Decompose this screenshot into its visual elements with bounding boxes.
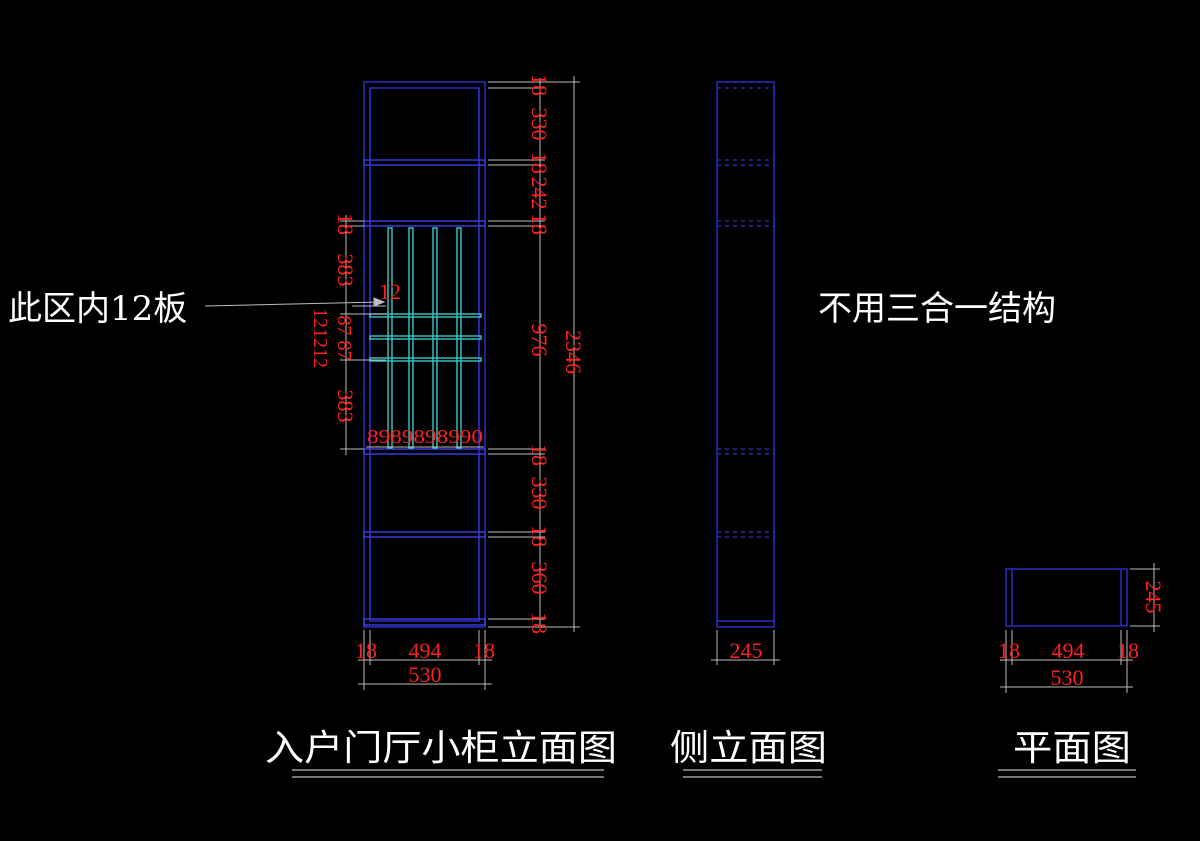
dim-width-inner: 494 bbox=[409, 638, 442, 663]
front-left-dimension-texts: 18 383 121212 87 87 383 bbox=[309, 213, 358, 423]
dim-plan-width-left-side: 18 bbox=[998, 638, 1020, 663]
dim-width-right-side: 18 bbox=[473, 638, 495, 663]
side-title-underline bbox=[683, 769, 822, 778]
dim-left-small-a: 121212 bbox=[309, 308, 331, 368]
front-bottom-dimension-lines bbox=[358, 630, 492, 690]
side-elevation: 245 bbox=[711, 81, 780, 665]
plan-dimension-lines bbox=[1000, 563, 1160, 693]
dim-bottom-panel: 18 bbox=[527, 612, 552, 634]
side-hidden-shelves bbox=[717, 87, 774, 538]
structure-note: 不用三合一结构 bbox=[818, 289, 1056, 329]
plan-view-title: 平面图 bbox=[1013, 728, 1131, 769]
plan-view: 245 18 494 18 530 bbox=[998, 563, 1166, 693]
dim-width-total: 530 bbox=[409, 662, 442, 687]
dim-shelf-3: 18 bbox=[527, 444, 552, 466]
dim-bottom-compartment: 360 bbox=[527, 562, 552, 595]
front-bottom-dimension-texts: 18 494 18 530 bbox=[355, 638, 495, 687]
dim-grid-widths: 8989898990 bbox=[367, 426, 483, 448]
front-shelves bbox=[363, 159, 486, 626]
dim-left-upper-panel: 18 bbox=[333, 213, 358, 235]
front-right-dimension-texts: 18 330 18 242 18 976 18 330 18 360 18 23… bbox=[527, 74, 586, 634]
dim-fourth-compartment: 330 bbox=[527, 477, 552, 510]
plan-title-underline bbox=[998, 769, 1136, 778]
dim-plan-width-total: 530 bbox=[1051, 665, 1084, 690]
dim-side-depth: 245 bbox=[730, 638, 763, 663]
side-dimension-lines bbox=[711, 630, 780, 665]
dim-second-compartment: 242 bbox=[527, 177, 552, 210]
dim-top-panel: 18 bbox=[527, 74, 552, 96]
zone-note-leader bbox=[204, 297, 386, 307]
side-cabinet-frame bbox=[716, 81, 775, 628]
front-right-dimension-lines bbox=[488, 76, 580, 632]
zone-note: 此区内12板 bbox=[8, 289, 187, 329]
dim-left-grid-top: 383 bbox=[333, 254, 358, 287]
dim-left-small-b: 87 87 bbox=[333, 316, 355, 361]
side-elevation-title: 侧立面图 bbox=[670, 728, 827, 769]
dim-grid-zone: 976 bbox=[527, 324, 552, 357]
front-grid-zone bbox=[369, 227, 482, 449]
dim-shelf-4: 18 bbox=[527, 525, 552, 547]
dim-plan-depth: 245 bbox=[1141, 581, 1166, 614]
plan-cabinet-outline bbox=[1005, 568, 1128, 627]
front-elevation-title: 入户门厅小柜立面图 bbox=[265, 728, 617, 769]
dim-grid-panel-note: 12 bbox=[379, 279, 401, 304]
front-cabinet-frame bbox=[363, 81, 486, 628]
front-title-underline bbox=[292, 769, 604, 778]
front-elevation: 18 330 18 242 18 976 18 330 18 360 18 23… bbox=[309, 74, 586, 690]
view-titles: 入户门厅小柜立面图 侧立面图 平面图 bbox=[265, 728, 1136, 778]
dim-plan-width-right-side: 18 bbox=[1117, 638, 1139, 663]
dim-plan-width-inner: 494 bbox=[1052, 638, 1085, 663]
front-left-dimension-lines bbox=[340, 215, 386, 455]
dim-width-left-side: 18 bbox=[355, 638, 377, 663]
dim-left-grid-bottom: 383 bbox=[333, 390, 358, 423]
dim-shelf-1: 18 bbox=[527, 152, 552, 174]
plan-bottom-dimension-texts: 18 494 18 530 bbox=[998, 638, 1139, 690]
dim-shelf-2: 18 bbox=[527, 213, 552, 235]
dim-total-height: 2346 bbox=[561, 330, 586, 374]
dim-top-compartment: 330 bbox=[527, 108, 552, 141]
